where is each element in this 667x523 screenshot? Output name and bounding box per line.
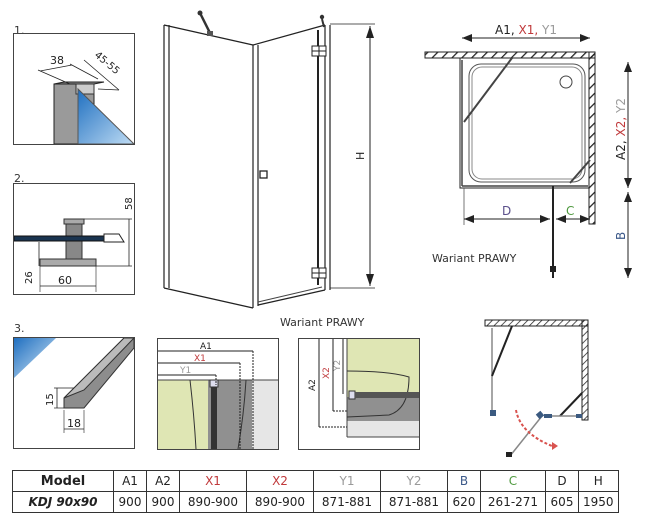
hinge-top — [311, 45, 327, 57]
cell-h: 1950 — [578, 491, 619, 513]
dim-26: 26 — [24, 271, 35, 284]
header-x1: X1 — [179, 470, 247, 492]
header-a2: A2 — [146, 470, 180, 492]
inset-x1: X1 — [194, 354, 206, 364]
detail-3-panel: 18 15 — [13, 337, 136, 449]
door-swing-diagram — [484, 319, 589, 457]
cell-a2: 900 — [146, 491, 180, 513]
wall-side — [588, 51, 596, 225]
perspective-view: H — [163, 10, 375, 309]
detail-3-number: 3. — [14, 322, 25, 335]
wall-bracket — [319, 14, 325, 20]
cell-model: KDJ 90x90 — [12, 491, 114, 513]
spec-table: Model A1 A2 X1 X2 Y1 Y2 B C D H KDJ 90x9… — [12, 470, 619, 513]
header-b: B — [447, 470, 481, 492]
svg-text:A1, X1, Y1: A1, X1, Y1 — [495, 23, 557, 37]
width-measure-inset: A1 X1 Y1 — [157, 338, 279, 450]
cell-c: 261-271 — [480, 491, 546, 513]
header-y1: Y1 — [313, 470, 381, 492]
detail-1-number: 1. — [14, 24, 25, 37]
dim-18: 18 — [67, 417, 81, 430]
handle-bracket-drawing: 60 58 26 — [13, 197, 135, 292]
drain-icon — [559, 75, 573, 89]
label-c: C — [566, 204, 574, 218]
header-x2: X2 — [246, 470, 314, 492]
stabilizer-bar — [198, 12, 212, 34]
dim-60: 60 — [58, 274, 72, 287]
header-model: Model — [12, 470, 114, 492]
header-a1: A1 — [113, 470, 147, 492]
wall-back — [424, 51, 596, 59]
dim-45-55: 45-55 — [92, 50, 121, 77]
detail-2-number: 2. — [14, 172, 25, 185]
inset-x2: X2 — [322, 367, 332, 379]
door-handle-icon — [259, 170, 268, 179]
svg-text:A2, X2, Y2: A2, X2, Y2 — [614, 98, 628, 160]
cell-a1: 900 — [113, 491, 147, 513]
label-d: D — [502, 204, 511, 218]
profile-clamp-drawing: 38 45-55 — [37, 50, 136, 145]
cell-b: 620 — [447, 491, 481, 513]
inset-y1: Y1 — [179, 366, 191, 376]
table-header-row: Model A1 A2 X1 X2 Y1 Y2 B C D H — [12, 470, 619, 492]
header-c: C — [480, 470, 546, 492]
label-x1: X1, — [519, 23, 539, 37]
shower-tray — [468, 63, 586, 183]
detail-1-panel: 38 45-55 — [13, 33, 136, 145]
label-y1: Y1 — [541, 23, 557, 37]
dim-58: 58 — [124, 197, 134, 210]
dim-h: H — [354, 152, 367, 160]
label-a1: A1, — [495, 23, 515, 37]
label-b: B — [614, 232, 628, 240]
open-door-leaf — [509, 415, 543, 457]
perspective-caption: Wariant PRAWY — [280, 316, 365, 329]
cell-d: 605 — [545, 491, 579, 513]
header-d: D — [545, 470, 579, 492]
cell-x2: 890-900 — [246, 491, 314, 513]
bottom-channel-drawing: 18 15 — [14, 337, 136, 433]
header-h: H — [578, 470, 619, 492]
inset-a2: A2 — [308, 379, 318, 391]
cell-x1: 890-900 — [179, 491, 247, 513]
detail-2-panel: 60 58 26 — [13, 183, 135, 295]
plan-view: A1, X1, Y1 D C A2, X2, Y2 B — [424, 23, 632, 278]
cell-y1: 871-881 — [313, 491, 381, 513]
cell-y2: 871-881 — [380, 491, 448, 513]
label-y2: Y2 — [614, 98, 628, 114]
inset-a1: A1 — [200, 342, 212, 352]
dim-15: 15 — [45, 393, 56, 406]
plan-caption: Wariant PRAWY — [432, 252, 517, 265]
inset-y2: Y2 — [333, 360, 343, 372]
depth-measure-inset: A2 X2 Y2 — [298, 338, 420, 450]
swing-arc-icon — [515, 409, 553, 447]
label-x2: X2, — [614, 117, 628, 137]
table-row: KDJ 90x90 900 900 890-900 890-900 871-88… — [12, 491, 619, 513]
header-y2: Y2 — [380, 470, 448, 492]
dim-38: 38 — [50, 54, 64, 67]
hinge-bottom — [311, 267, 327, 279]
label-a2: A2, — [614, 140, 628, 160]
